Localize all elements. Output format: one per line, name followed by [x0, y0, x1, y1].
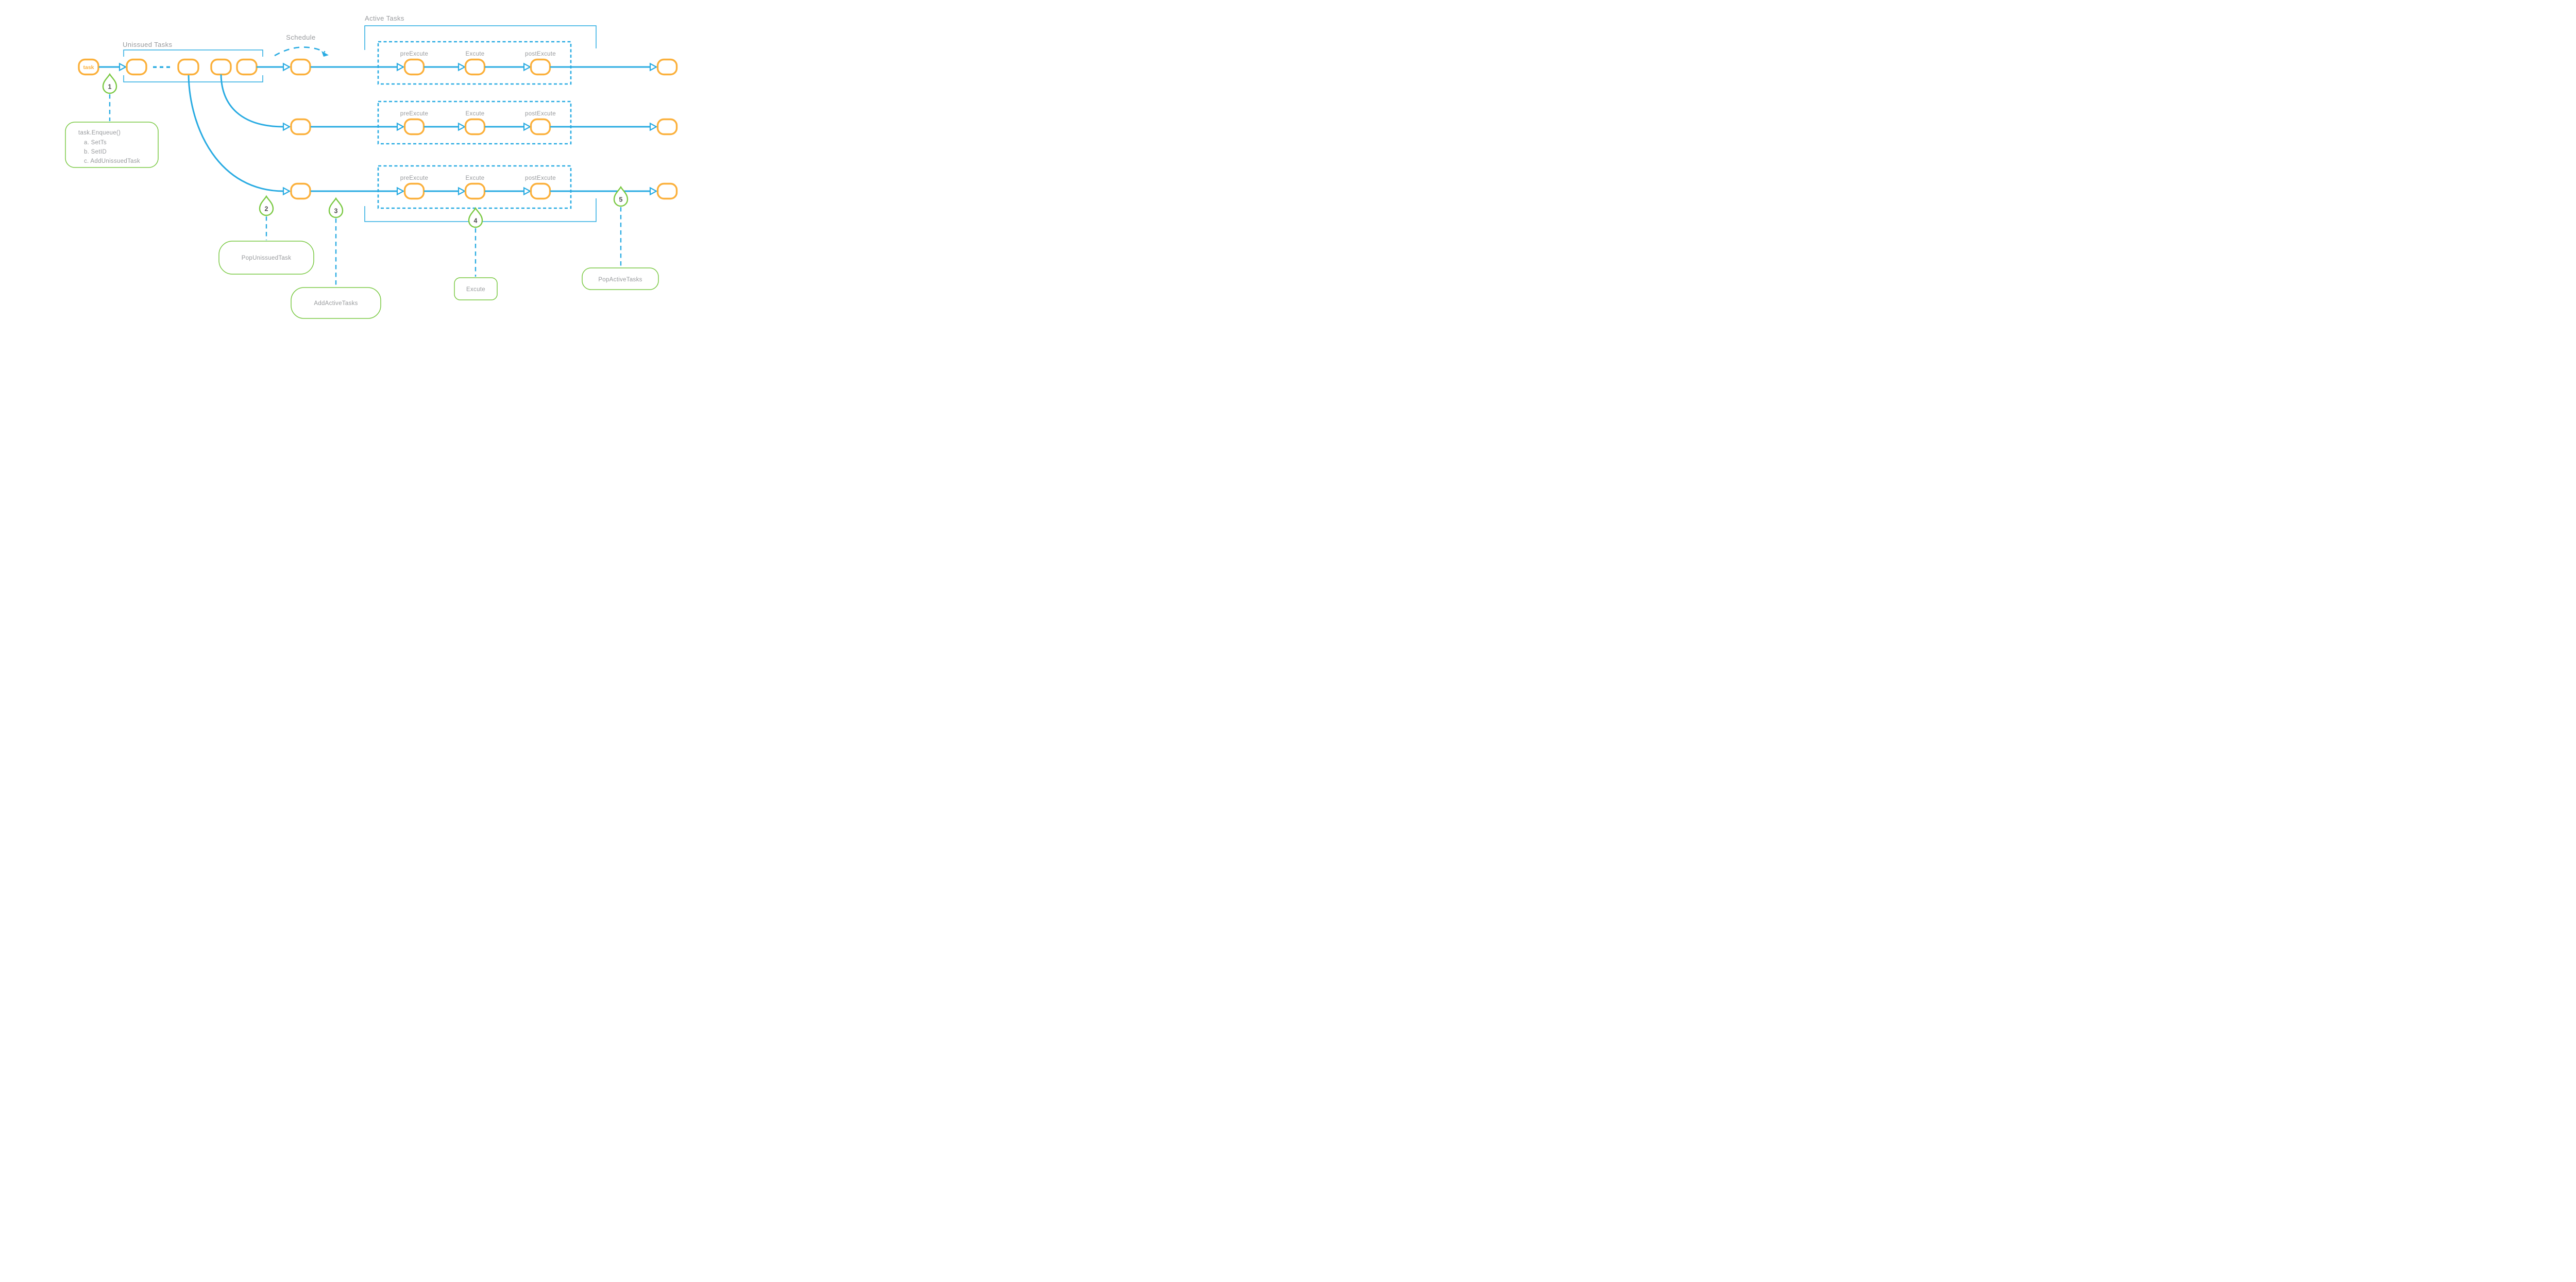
arrow-ex-to-post-row-2-head — [523, 122, 532, 131]
active-task-dotted-box-row-2 — [377, 100, 572, 145]
active-tasks-bracket-top — [364, 25, 597, 50]
marker-4-number: 4 — [474, 217, 478, 225]
pipeline-row-2: preExcute Excute postExcute — [220, 74, 678, 145]
marker-5-pin-icon — [613, 185, 629, 207]
marker-2-number: 2 — [265, 206, 268, 213]
postexcute-node-row-3 — [530, 182, 551, 200]
marker-2-group: 2 PopUnissuedTask — [218, 195, 314, 275]
unissued-tasks-label: Unissued Tasks — [123, 41, 173, 48]
unissued-queue-node-4 — [236, 58, 258, 76]
marker-5-callout-label: PopActiveTasks — [598, 277, 642, 283]
unissued-queue-bracket-top — [123, 49, 263, 57]
excute-label-row-1: Excute — [466, 51, 485, 57]
excute-label-row-3: Excute — [466, 175, 485, 181]
task-node-label: task — [83, 64, 94, 71]
marker-1-callout-box — [65, 122, 159, 168]
marker-2-pin-icon — [259, 195, 274, 216]
marker-3-pin-icon — [328, 197, 344, 218]
excute-node-row-3 — [464, 182, 486, 200]
arrow-ex-to-post-row-1-head — [523, 62, 532, 72]
preexcute-label-row-3: preExcute — [400, 175, 428, 181]
queue-ellipsis-icon — [153, 66, 170, 68]
preexcute-node-row-1 — [403, 58, 425, 76]
curve-queue-to-row-2-head — [282, 122, 291, 131]
excute-node-row-2 — [464, 118, 486, 136]
arrow-to-preexcute-row-2-head — [396, 122, 405, 131]
curve-queue-to-row-2 — [220, 74, 284, 128]
done-node-row-2 — [656, 118, 678, 136]
preexcute-label-row-1: preExcute — [400, 51, 428, 57]
task-node — [78, 58, 99, 76]
scheduled-node-row-1 — [290, 58, 311, 76]
marker-5-number: 5 — [619, 196, 623, 204]
task-scheduler-flow-diagram: Unissued Tasks task Schedule Active Task… — [0, 0, 778, 320]
arrow-pre-to-ex-row-1-head — [457, 62, 466, 72]
postexcute-node-row-1 — [530, 58, 551, 76]
active-tasks-section: Active Tasks — [364, 14, 597, 222]
marker-3-callout-box — [291, 287, 381, 319]
excute-label-row-2: Excute — [466, 111, 485, 117]
postexcute-label-row-1: postExcute — [525, 51, 556, 57]
marker-1-callout-line-2: a. SetTs — [84, 140, 107, 146]
curve-queue-to-row-3 — [188, 75, 284, 192]
marker-5-callout-box — [582, 267, 659, 290]
curve-queue-to-row-3-head — [282, 187, 291, 196]
arrow-pre-to-ex-row-2-head — [457, 122, 466, 131]
marker-1-callout-line-4: c. AddUnissuedTask — [84, 158, 140, 164]
unissued-queue-node-1 — [126, 58, 147, 76]
arrow-task-to-queue-head — [118, 62, 127, 72]
marker-4-callout-label: Excute — [466, 286, 485, 293]
active-task-dotted-box-row-1 — [377, 41, 572, 85]
marker-3-callout-label: AddActiveTasks — [314, 300, 358, 307]
arrow-queue-to-scheduled-node-head — [282, 62, 291, 72]
pipeline-row-1: preExcute Excute postExcute — [290, 41, 678, 85]
schedule-arc-head — [321, 51, 329, 57]
marker-5-group: 5 PopActiveTasks — [582, 185, 659, 290]
schedule-label: Schedule — [286, 33, 315, 41]
marker-4-group: 4 Excute — [454, 207, 498, 300]
unissued-tasks-section: Unissued Tasks task — [78, 41, 291, 82]
arrow-post-to-done-row-3-head — [649, 187, 658, 196]
excute-node-row-1 — [464, 58, 486, 76]
unissued-queue-node-2 — [177, 58, 199, 76]
preexcute-label-row-2: preExcute — [400, 111, 428, 117]
arrow-post-to-done-row-1-head — [649, 62, 658, 72]
marker-1-group: 1 task.Enqueue() a. SetTs b. SetID c. Ad… — [65, 73, 159, 168]
marker-1-pin-icon — [102, 73, 117, 94]
arrow-to-preexcute-row-3-head — [396, 187, 405, 196]
done-node-row-1 — [656, 58, 678, 76]
schedule-dashed-arc — [274, 46, 326, 57]
marker-1-number: 1 — [108, 83, 112, 91]
marker-1-callout-line-3: b. SetID — [84, 149, 107, 155]
arrow-to-preexcute-row-1-head — [396, 62, 405, 72]
active-task-dotted-box-row-3 — [377, 165, 572, 209]
pipeline-row-3: preExcute Excute postExcute — [188, 75, 678, 209]
marker-3-number: 3 — [334, 208, 338, 215]
scheduled-node-row-2 — [290, 118, 311, 136]
scheduled-node-row-3 — [290, 182, 311, 200]
active-tasks-label: Active Tasks — [365, 14, 404, 22]
diagram-svg: Unissued Tasks task Schedule Active Task… — [65, 14, 678, 319]
marker-4-callout-box — [454, 277, 498, 300]
arrow-ex-to-post-row-3-head — [523, 187, 532, 196]
done-node-row-3 — [656, 182, 678, 200]
unissued-queue-node-3 — [210, 58, 232, 76]
marker-4-pin-icon — [468, 207, 483, 228]
arrow-post-to-done-row-2-head — [649, 122, 658, 131]
postexcute-label-row-3: postExcute — [525, 175, 556, 181]
postexcute-label-row-2: postExcute — [525, 111, 556, 117]
marker-2-callout-label: PopUnissuedTask — [242, 255, 292, 261]
marker-3-group: 3 AddActiveTasks — [291, 197, 381, 319]
preexcute-node-row-2 — [403, 118, 425, 136]
marker-2-callout-box — [218, 241, 314, 275]
postexcute-node-row-2 — [530, 118, 551, 136]
schedule-section: Schedule — [274, 33, 329, 57]
unissued-queue-bracket-bottom — [123, 75, 263, 82]
marker-1-callout-line-1: task.Enqueue() — [78, 130, 121, 136]
preexcute-node-row-3 — [403, 182, 425, 200]
arrow-pre-to-ex-row-3-head — [457, 187, 466, 196]
